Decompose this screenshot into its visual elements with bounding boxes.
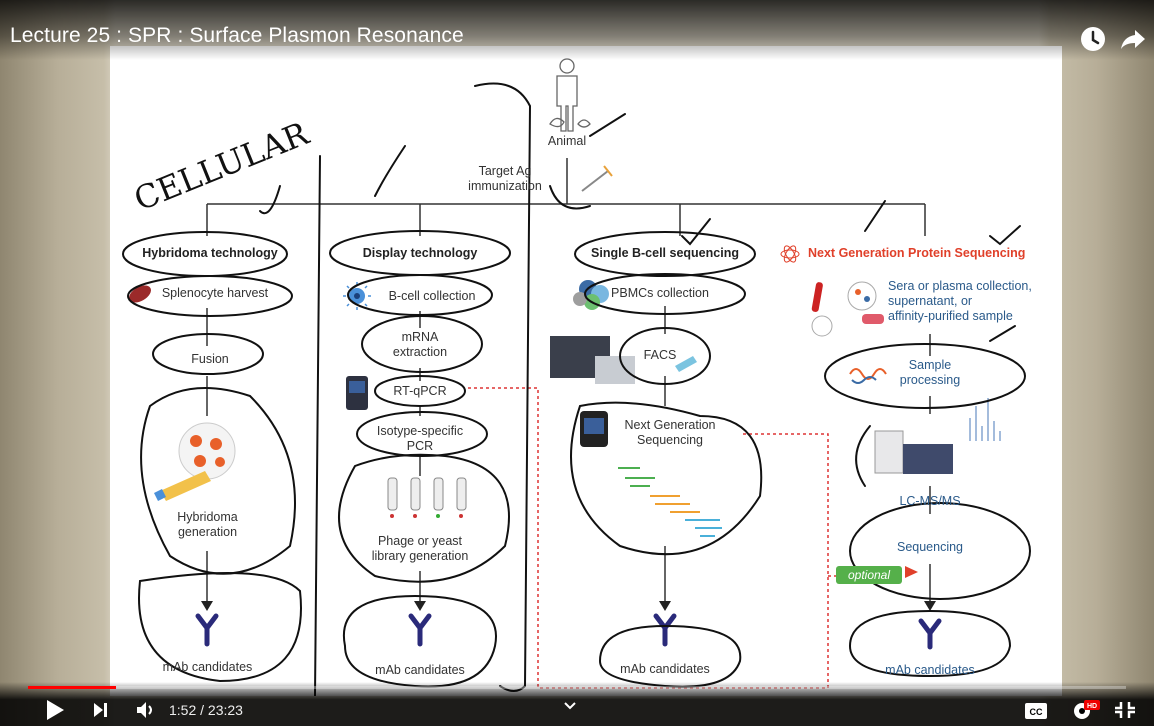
sample-collection-icon	[811, 281, 884, 337]
svg-text:HD: HD	[1087, 703, 1097, 710]
exit-fullscreen-icon[interactable]	[1114, 700, 1136, 720]
title-overlay	[0, 0, 1154, 60]
processing-line2: processing	[899, 373, 961, 387]
duration: 23:23	[207, 702, 243, 718]
handwritten-annotations: CELLULAR	[122, 82, 1031, 696]
thermocycler-icon	[346, 376, 368, 410]
sample-line2: supernatant, or	[888, 294, 973, 308]
ngs-line2: Sequencing	[636, 433, 704, 447]
immunization-line1: Target Ag	[478, 164, 532, 178]
isotype-line1: Isotype-specific	[376, 424, 464, 438]
b-cell-icon	[343, 282, 371, 310]
antibody-icon-display	[408, 613, 432, 647]
workflow-diagram: CELLULAR	[122, 58, 1031, 696]
current-time: 1:52	[169, 702, 197, 718]
play-icon[interactable]	[44, 698, 66, 722]
display-heading: Display technology	[362, 246, 478, 260]
antibody-icon-ngps	[918, 618, 942, 650]
display-step-bcell: B-cell collection	[388, 289, 476, 303]
lecture-slide: CELLULAR	[110, 46, 1062, 696]
hybridoma-gen-line2: generation	[177, 525, 238, 539]
spleen-icon	[129, 285, 151, 303]
atom-icon	[780, 245, 800, 263]
sequence-reads-graphic	[618, 467, 722, 537]
mrna-line2: extraction	[392, 345, 448, 359]
library-tubes-icon	[387, 477, 467, 511]
settings-hd-icon[interactable]: HD	[1070, 698, 1100, 722]
antibody-icon-hybridoma	[195, 613, 219, 647]
progress-bar[interactable]	[28, 686, 1126, 689]
single-b-step-facs: FACS	[643, 348, 677, 362]
progress-played	[28, 686, 116, 689]
sample-line3: affinity-purified sample	[888, 309, 1013, 323]
time-separator: /	[196, 702, 208, 718]
protein-icon	[849, 368, 887, 380]
ngs-line1: Next Generation	[624, 418, 716, 432]
library-line2: library generation	[371, 549, 469, 563]
antibody-icon-single-b	[653, 613, 677, 647]
ngps-step-lcms: LC-MS/MS	[899, 494, 961, 508]
next-video-icon[interactable]	[92, 698, 110, 722]
isotype-line2: PCR	[406, 439, 434, 453]
hybridoma-gen-line1: Hybridoma	[177, 510, 238, 524]
ngps-step-mab: mAb candidates	[885, 663, 975, 677]
lc-ms-instrument-icon	[874, 398, 1001, 474]
single-b-heading: Single B-cell sequencing	[591, 246, 739, 260]
svg-text:CC: CC	[1030, 707, 1043, 717]
animal-label: Animal	[547, 134, 587, 148]
syringe-icon	[581, 165, 613, 192]
facs-machine-icon	[550, 336, 697, 384]
video-title[interactable]: Lecture 25 : SPR : Surface Plasmon Reson…	[10, 24, 464, 47]
mrna-line1: mRNA	[401, 330, 439, 344]
time-display: 1:52 / 23:23	[169, 702, 243, 718]
hybridoma-heading: Hybridoma technology	[142, 246, 278, 260]
processing-line1: Sample	[908, 358, 952, 372]
single-b-step-pbmc: PBMCs collection	[611, 286, 709, 300]
volume-icon[interactable]	[134, 698, 158, 722]
share-icon[interactable]	[1118, 24, 1148, 54]
sequencer-icon	[580, 411, 608, 447]
hybridoma-step-mab: mAb candidates	[162, 660, 253, 674]
sample-line1: Sera or plasma collection,	[888, 279, 1032, 293]
ngps-step-sample-collection: Sera or plasma collection,supernatant, o…	[888, 279, 1058, 324]
hybridoma-cells-icon	[154, 422, 236, 501]
optional-badge: optional	[836, 566, 902, 584]
immunization-line2: immunization	[468, 179, 542, 193]
single-b-step-mab: mAb candidates	[620, 662, 710, 676]
controls-bar	[0, 682, 1154, 726]
ngps-step-sequencing: Sequencing	[896, 540, 964, 554]
display-step-rtqpcr: RT-qPCR	[393, 384, 447, 398]
hybridoma-step-fusion: Fusion	[191, 352, 229, 366]
ngps-heading: Next Generation Protein Sequencing	[808, 246, 1026, 260]
chevron-down-icon[interactable]	[563, 700, 577, 712]
person-icon	[549, 58, 591, 132]
hybridoma-step-splenocyte: Splenocyte harvest	[161, 286, 269, 300]
display-step-mab: mAb candidates	[375, 663, 465, 677]
watch-later-icon[interactable]	[1078, 24, 1108, 54]
captions-icon[interactable]: CC	[1024, 702, 1048, 720]
svg-text:CELLULAR: CELLULAR	[129, 114, 315, 219]
library-line1: Phage or yeast	[377, 534, 463, 548]
